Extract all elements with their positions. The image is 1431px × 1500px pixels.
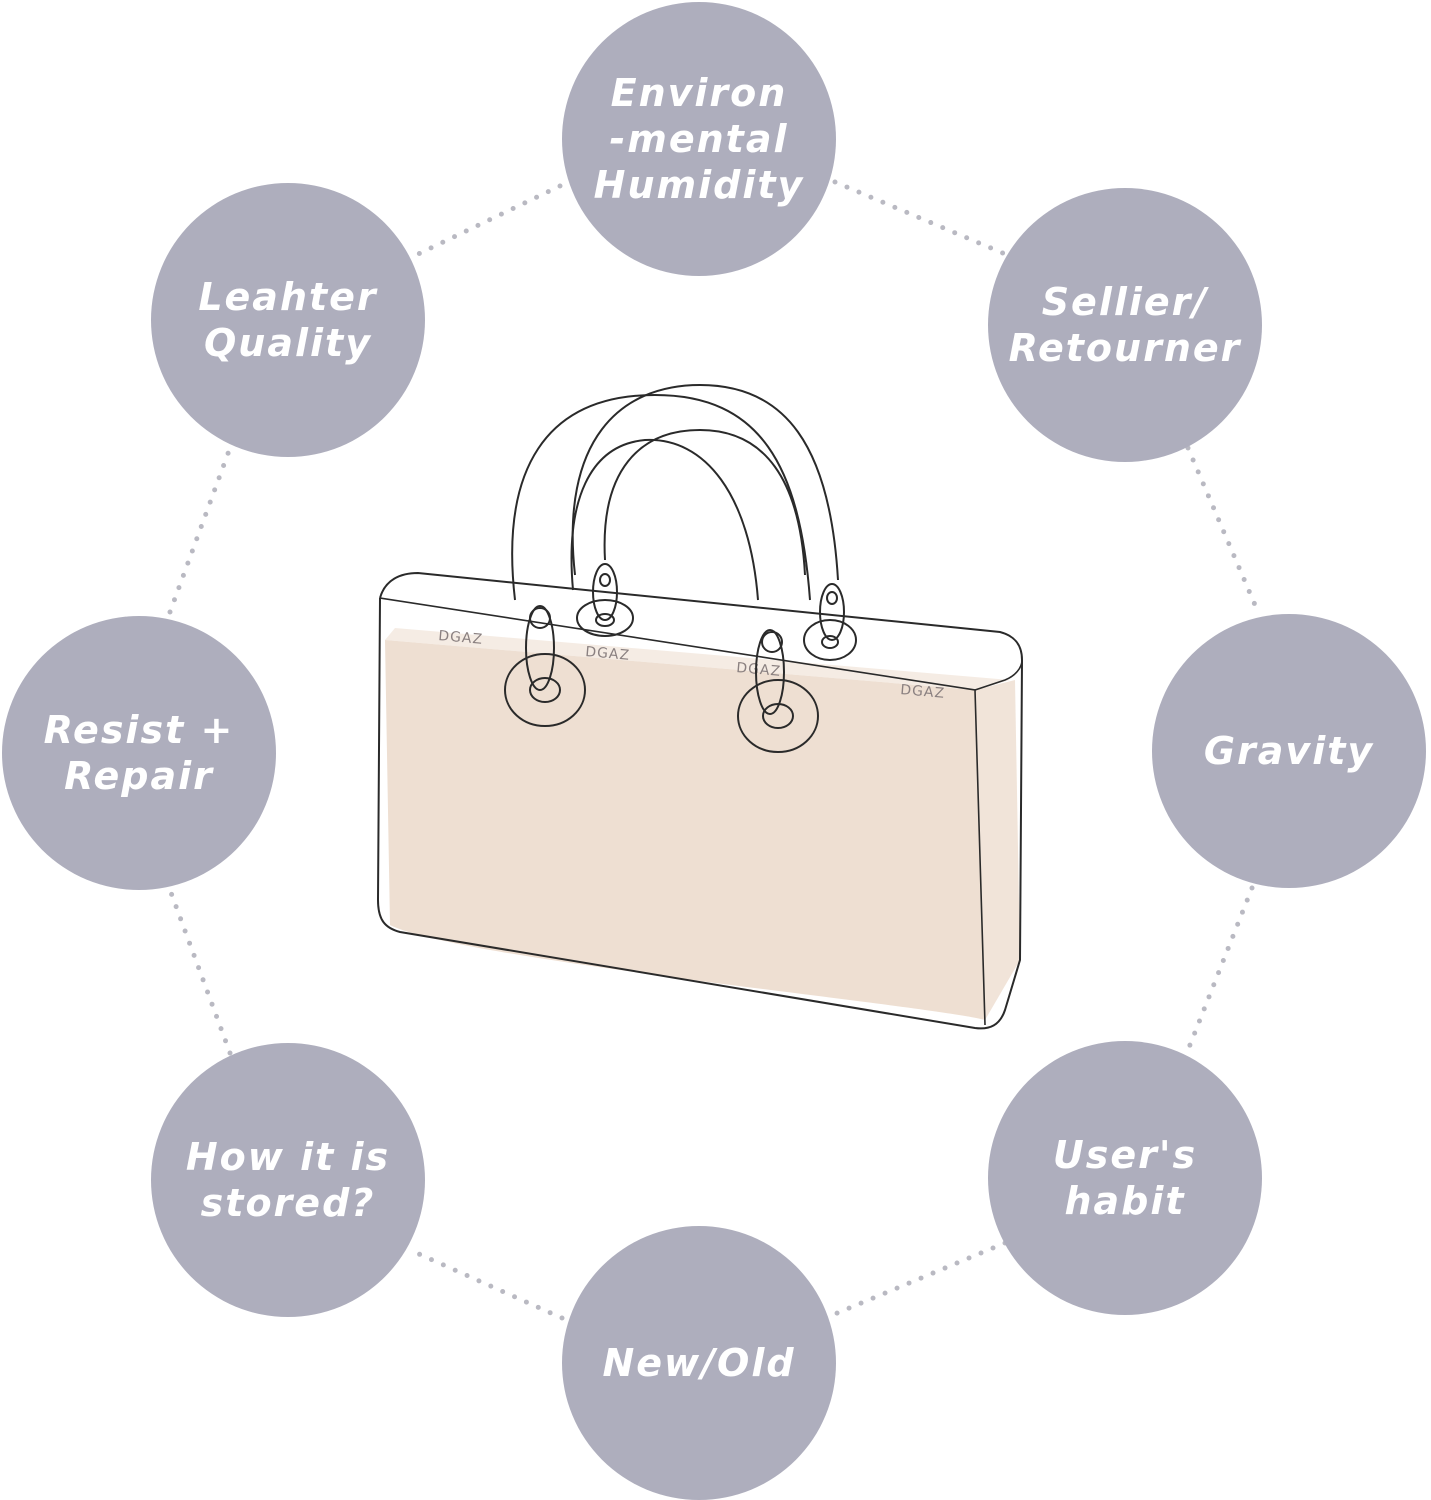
handle-hardware [504,563,857,753]
factor-new-old: New/Old [562,1226,836,1500]
ring-front-right-top [761,631,783,653]
connector-habit-newold [832,1240,1008,1317]
grommet-front-right-hole [762,703,794,729]
back-handle-outer [571,383,839,581]
connector-stored-resist [167,887,233,1056]
factor-sellier-retourner: Sellier/ Retourner [988,188,1262,462]
factor-label-environmental-humidity: Environ -mental Humidity [593,71,805,207]
connector-sellier-gravity [1185,445,1261,615]
front-handle-inner [570,438,759,601]
connector-humidity-leather [407,183,563,261]
bag-front-outline [376,597,1023,1030]
grommet-front-right [737,679,819,753]
ring-back-left [592,563,618,621]
factor-label-gravity: Gravity [1203,729,1375,773]
grommet-back-left-hole [595,613,615,627]
ring-front-left-top [529,607,551,629]
grommet-back-right [803,619,857,661]
bag-top-back [379,571,1023,661]
ring-back-right [819,583,845,641]
factor-label-how-it-is-stored: How it is stored? [185,1135,391,1225]
factor-gravity: Gravity [1152,614,1426,888]
ring-front-right [755,629,785,715]
factor-environmental-humidity: Environ -mental Humidity [562,2,836,276]
brand-mark-2: DGAZ [585,644,631,664]
factor-label-resist-repair: Resist + Repair [43,708,235,798]
grommet-front-left [504,653,586,727]
ring-back-left-inner [599,573,611,587]
factor-how-it-is-stored: How it is stored? [151,1043,425,1317]
ring-back-right-inner [826,591,838,605]
grommet-back-left [576,599,634,637]
connector-newold-stored [407,1247,565,1321]
insert-side [975,680,1020,1020]
factor-resist-repair: Resist + Repair [2,616,276,890]
insert-body [385,640,985,1020]
factor-label-users-habit: User's habit [1052,1133,1198,1223]
factor-leather-quality: Leahter Quality [151,183,425,457]
factor-label-new-old: New/Old [602,1341,796,1385]
back-handle-inner [603,428,806,576]
brand-mark-4: DGAZ [900,682,946,702]
connector-humidity-sellier [832,179,1008,257]
bag-side-top [974,659,1023,691]
ring-front-left [525,605,555,691]
factor-label-sellier-retourner: Sellier/ Retourner [1008,280,1242,370]
front-handle-outer [511,393,811,601]
connector-gravity-habit [1185,885,1255,1053]
factor-label-leather-quality: Leahter Quality [198,275,378,365]
brand-mark-1: DGAZ [438,628,484,648]
brand-mark-3: DGAZ [736,660,782,680]
grommet-back-right-hole [821,635,839,649]
grommet-front-left-hole [529,677,561,703]
insert-top [385,628,1010,690]
factor-users-habit: User's habit [988,1041,1262,1315]
